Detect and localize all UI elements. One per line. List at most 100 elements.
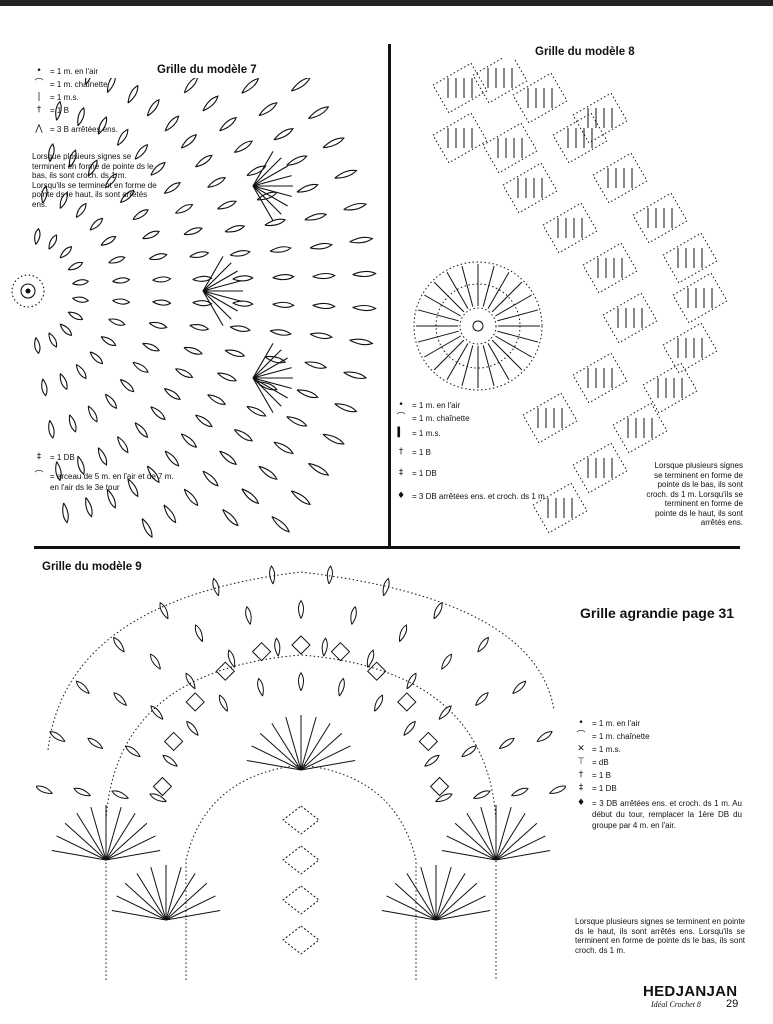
petal-stitch xyxy=(217,200,237,210)
petal-stitch xyxy=(87,405,98,423)
petal-stitch xyxy=(435,793,453,803)
petal-stitch xyxy=(202,95,219,112)
petal-stitch xyxy=(286,155,308,166)
diamond-motif xyxy=(215,661,236,681)
petal-stitch xyxy=(272,274,295,281)
net-block xyxy=(432,62,488,114)
petal-stitch xyxy=(512,680,527,695)
petal-stitch xyxy=(41,378,48,397)
petal-stitch xyxy=(222,508,239,527)
petal-stitch xyxy=(334,169,358,179)
petal-stitch xyxy=(68,414,77,433)
petal-stitch xyxy=(183,78,198,94)
legend-row: ⌒ = arceau de 5 m. en l'air et de 7 m. en… xyxy=(32,471,182,493)
petal-stitch xyxy=(75,680,90,695)
net-block xyxy=(662,322,718,374)
petal-stitch xyxy=(343,371,368,380)
petal-stitch xyxy=(148,321,168,329)
fan-stitch xyxy=(202,280,242,292)
petal-stitch xyxy=(163,504,177,524)
petal-stitch xyxy=(142,230,160,240)
petal-stitch xyxy=(264,355,287,364)
legend-label: = 1 m. en l'air xyxy=(412,401,460,410)
petal-stitch xyxy=(382,577,390,597)
spoke-stitch xyxy=(491,339,523,371)
petal-stitch xyxy=(298,671,304,692)
petal-stitch xyxy=(87,737,104,750)
petal-stitch xyxy=(116,436,129,454)
petal-stitch xyxy=(68,149,77,168)
petal-stitch xyxy=(549,785,566,794)
petal-stitch xyxy=(180,134,198,149)
fan-stitch xyxy=(90,806,107,861)
db-stitch-icon: ‡ xyxy=(398,468,404,478)
petal-stitch xyxy=(48,332,58,348)
petal-stitch xyxy=(185,672,196,690)
fan-stitch xyxy=(435,895,486,921)
fan-stitch xyxy=(202,290,232,320)
petal-stitch xyxy=(87,159,98,177)
legend-row: •= 1 m. en l'air xyxy=(32,66,162,77)
petal-stitch xyxy=(304,213,328,221)
petal-stitch xyxy=(296,183,319,193)
b-stitch-icon: † xyxy=(578,770,584,780)
legend-row: †= 1 B xyxy=(394,447,594,458)
fan-stitch xyxy=(466,813,497,861)
petal-stitch xyxy=(232,275,254,282)
dot-icon: • xyxy=(36,66,42,76)
net-block xyxy=(642,362,698,414)
model9-leaf-rows xyxy=(36,565,566,803)
arc-icon: ⌒ xyxy=(576,731,586,741)
petal-stitch xyxy=(142,342,160,352)
petal-stitch xyxy=(175,204,194,214)
net-block xyxy=(582,242,638,294)
legend-label: = 1 B xyxy=(592,771,611,780)
petal-stitch xyxy=(326,565,333,585)
petal-stitch xyxy=(75,202,87,219)
fan-stitch xyxy=(394,882,437,921)
model7-note: Lorsque plusieurs signes se terminent en… xyxy=(32,152,157,209)
net-block xyxy=(572,442,628,494)
petal-stitch xyxy=(183,488,199,507)
net-block xyxy=(592,152,648,204)
petal-stitch xyxy=(406,672,417,690)
model9-legend: •= 1 m. en l'air ⌒= 1 m. chaînette ✕= 1 … xyxy=(574,718,744,833)
db-stitch-icon: ‡ xyxy=(578,783,584,793)
net-block xyxy=(602,292,658,344)
petal-stitch xyxy=(146,98,160,117)
legend-label: = 1 m.s. xyxy=(412,429,441,438)
fan-stitch xyxy=(435,909,491,921)
petal-stitch xyxy=(273,441,294,454)
fan-stitch xyxy=(150,866,167,921)
spoke-stitch xyxy=(491,281,523,313)
fan-stitch xyxy=(435,882,478,921)
petal-stitch xyxy=(104,393,118,409)
net-block xyxy=(522,392,578,444)
legend-label: = 1 DB xyxy=(592,784,617,793)
big-arc-icon: ⌒ xyxy=(34,471,44,481)
spoke-stitch xyxy=(417,309,459,322)
fan-stitch xyxy=(435,866,452,921)
legend-label: = arceau de 5 m. en l'air et de 7 m. en … xyxy=(50,472,174,492)
spoke-stitch xyxy=(424,294,461,317)
petal-stitch xyxy=(273,128,294,141)
fan-stitch xyxy=(252,185,282,215)
fan-stitch xyxy=(51,849,107,861)
petal-stitch xyxy=(350,605,357,625)
legend-label: = 3 DB arrêtées ens. et croch. ds 1 m. xyxy=(412,492,547,501)
petal-stitch xyxy=(134,422,149,439)
petal-stitch xyxy=(149,793,167,803)
petal-stitch xyxy=(274,637,281,657)
petal-stitch xyxy=(77,106,85,127)
net-block xyxy=(482,122,538,174)
fan-stitch xyxy=(386,895,437,921)
spoke-stitch xyxy=(446,272,469,309)
petal-stitch xyxy=(89,217,104,231)
three-db-icon: ♦ xyxy=(576,798,586,808)
net-block xyxy=(472,58,528,104)
petal-stitch xyxy=(186,720,199,736)
model9-center-arch xyxy=(185,764,417,980)
fan-stitch xyxy=(165,895,216,921)
legend-label: = 1 m. en l'air xyxy=(592,719,640,728)
petal-stitch xyxy=(195,154,213,168)
